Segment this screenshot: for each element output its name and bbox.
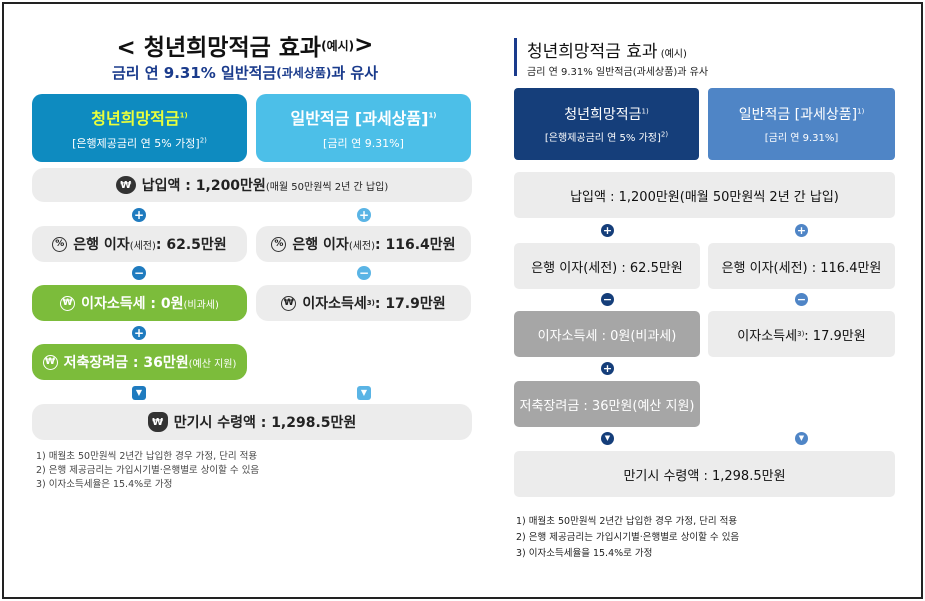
left-interest-general: % 은행 이자(세전) : 116.4만원 [256, 226, 471, 262]
plus-icon: + [357, 208, 371, 222]
title-accent-bar [514, 38, 517, 76]
right-header-general-title: 일반적금 [과세상품] [738, 107, 858, 123]
minus-icon: − [601, 293, 614, 306]
down-arrow-icon: ▼ [132, 386, 146, 400]
left-header-general-sub: [금리 연 9.31%] [323, 137, 404, 150]
coin-stack-icon: ₩ [115, 176, 136, 194]
left-tax-youth-label: 이자소득세 : 0원 [81, 296, 184, 312]
plus-icon: + [601, 224, 614, 237]
right-header-general-sub: [금리 연 9.31%] [764, 133, 839, 144]
left-interest-youth-label: 은행 이자 [73, 237, 130, 253]
left-interest-youth: % 은행 이자(세전) : 62.5만원 [32, 226, 247, 262]
left-tax-youth: ₩ 이자소득세 : 0원(비과세) [32, 285, 247, 321]
down-arrow-icon: ▼ [601, 432, 614, 445]
right-tax-youth: 이자소득세 : 0원(비과세) [514, 311, 700, 357]
left-subtitle-main: 금리 연 9.31% 일반적금 [111, 64, 277, 82]
footnote-ref: 2) [199, 136, 207, 145]
minus-icon: − [132, 266, 146, 280]
footnote-3: 3) 이자소득세율을 15.4%로 가정 [516, 548, 653, 559]
left-tax-youth-small: (비과세) [183, 299, 219, 311]
footnote-ref: 2) [660, 130, 669, 139]
right-deposit-box: 납입액 : 1,200만원(매월 50만원씩 2년 간 납입) [514, 172, 895, 218]
left-tax-general-value: : 17.9만원 [374, 296, 446, 312]
right-tax-general-label: 이자소득세 [737, 328, 798, 344]
footnote-2: 2) 은행 제공금리는 가입시기별·은행별로 상이할 수 있음 [36, 465, 260, 476]
footnote-ref: 1) [857, 107, 865, 116]
right-interest-youth: 은행 이자(세전) : 62.5만원 [514, 243, 700, 289]
left-footnotes: 1) 매월초 50만원씩 2년간 납입한 경우 가정, 단리 적용 2) 은행 … [36, 450, 259, 492]
plus-icon: + [601, 362, 614, 375]
left-header-youth-title: 청년희망적금 [91, 109, 180, 128]
left-bonus-label: 저축장려금 : 36만원 [63, 355, 189, 371]
left-maturity-label: 만기시 수령액 : 1,298.5만원 [173, 415, 357, 431]
left-title-bracket: > [354, 32, 374, 58]
money-bag-icon: ₩ [147, 412, 168, 432]
right-title: 청년희망적금 효과 (예시) [527, 37, 687, 62]
right-header-youth-savings: 청년희망적금1) [은행제공금리 연 5% 가정]2) [514, 88, 699, 160]
minus-icon: − [357, 266, 371, 280]
left-interest-general-small: (세전) [348, 240, 376, 252]
right-bonus-youth: 저축장려금 : 36만원(예산 지원) [514, 381, 700, 427]
footnote-2: 2) 은행 제공금리는 가입시기별·은행별로 상이할 수 있음 [516, 532, 740, 543]
footnote-1: 1) 매월초 50만원씩 2년간 납입한 경우 가정, 단리 적용 [516, 516, 738, 527]
right-tax-general-value: : 17.9만원 [804, 328, 866, 344]
left-header-youth-sub: [은행제공금리 연 5% 가정] [72, 137, 200, 150]
footnote-ref: 1) [641, 107, 649, 116]
footnote-ref: 3) [366, 299, 375, 307]
right-footnotes: 1) 매월초 50만원씩 2년간 납입한 경우 가정, 단리 적용 2) 은행 … [516, 514, 739, 562]
won-icon: ₩ [42, 354, 58, 370]
percent-icon: % [52, 236, 68, 252]
plus-icon: + [132, 326, 146, 340]
left-interest-general-label: 은행 이자 [292, 237, 349, 253]
left-header-general-savings: 일반적금 [과세상품]1) [금리 연 9.31%] [256, 94, 471, 162]
left-title: < 청년희망적금 효과 (예시) > [30, 28, 460, 62]
left-bonus-small: (예산 지원) [188, 358, 237, 370]
left-interest-youth-value: : 62.5만원 [155, 237, 227, 253]
left-deposit-box: ₩ 납입액 : 1,200만원 (매월 50만원씩 2년 간 납입) [32, 168, 472, 202]
left-bonus-youth: ₩ 저축장려금 : 36만원(예산 지원) [32, 344, 247, 380]
percent-icon: % [271, 236, 287, 252]
won-icon: ₩ [281, 295, 297, 311]
footnote-ref: 1) [428, 111, 437, 120]
left-interest-youth-small: (세전) [129, 240, 156, 252]
left-deposit-label: 납입액 : 1,200만원 [141, 178, 266, 194]
plus-icon: + [132, 208, 146, 222]
left-title-example: (예시) [321, 38, 355, 53]
left-maturity-box: ₩ 만기시 수령액 : 1,298.5만원 [32, 404, 472, 440]
left-subtitle-small: (과세상품) [276, 66, 332, 80]
right-header-youth-title: 청년희망적금 [564, 107, 642, 123]
left-interest-general-value: : 116.4만원 [375, 237, 456, 253]
footnote-1: 1) 매월초 50만원씩 2년간 납입한 경우 가정, 단리 적용 [36, 451, 258, 462]
left-tax-general-label: 이자소득세 [302, 296, 367, 312]
right-header-general-savings: 일반적금 [과세상품]1) [금리 연 9.31%] [708, 88, 895, 160]
down-arrow-icon: ▼ [357, 386, 371, 400]
down-arrow-icon: ▼ [795, 432, 808, 445]
footnote-ref: 1) [179, 111, 188, 120]
plus-icon: + [795, 224, 808, 237]
footnote-ref: 3) [797, 330, 805, 338]
right-header-youth-sub: [은행제공금리 연 5% 가정] [544, 133, 661, 144]
won-icon: ₩ [60, 295, 76, 311]
left-subtitle: 금리 연 9.31% 일반적금 (과세상품) 과 유사 [30, 62, 460, 83]
right-title-text: 청년희망적금 효과 [527, 42, 658, 62]
left-subtitle-rest: 과 유사 [331, 64, 379, 82]
left-title-text: < 청년희망적금 효과 [116, 35, 322, 61]
left-header-general-title: 일반적금 [과세상품] [290, 109, 429, 128]
left-deposit-note: (매월 50만원씩 2년 간 납입) [265, 181, 389, 193]
footnote-3: 3) 이자소득세율은 15.4%로 가정 [36, 479, 173, 490]
right-title-example: (예시) [657, 49, 687, 60]
left-header-youth-savings: 청년희망적금1) [은행제공금리 연 5% 가정]2) [32, 94, 247, 162]
minus-icon: − [795, 293, 808, 306]
right-subtitle: 금리 연 9.31% 일반적금(과세상품)과 유사 [527, 67, 709, 78]
right-interest-general: 은행 이자(세전) : 116.4만원 [708, 243, 895, 289]
right-maturity-box: 만기시 수령액 : 1,298.5만원 [514, 451, 895, 497]
